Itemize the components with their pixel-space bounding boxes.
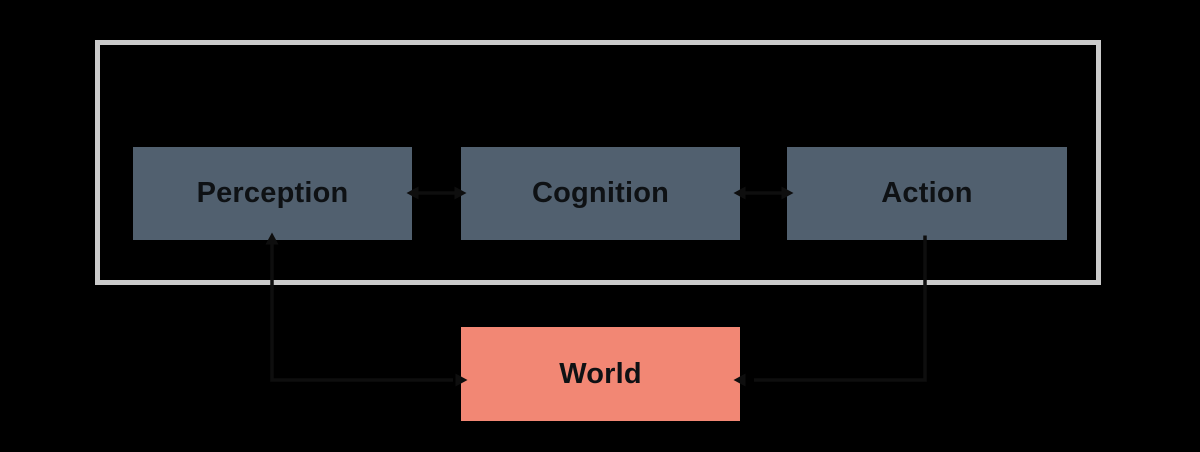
perception-label: Perception xyxy=(196,177,349,209)
agent-boundary-frame xyxy=(95,40,1101,285)
cognition-box: Cognition xyxy=(461,147,740,240)
cognition-label: Cognition xyxy=(531,177,670,209)
action-label: Action xyxy=(881,177,973,209)
perception-box: Perception xyxy=(133,147,412,240)
world-box: World xyxy=(461,327,740,421)
world-label: World xyxy=(559,357,642,390)
action-box: Action xyxy=(787,147,1067,240)
